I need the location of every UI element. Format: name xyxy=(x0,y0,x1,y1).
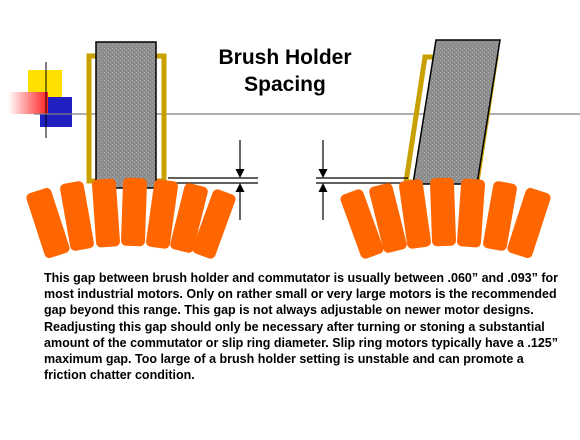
commutator-bar xyxy=(26,187,70,259)
commutator-bar xyxy=(429,177,457,247)
right-gap-dimension xyxy=(316,140,408,220)
commutator-bar xyxy=(192,189,236,259)
left-brush-assembly xyxy=(86,41,167,189)
right-commutator xyxy=(340,177,551,259)
commutator-bar xyxy=(120,177,148,247)
commutator-bar xyxy=(483,181,517,251)
commutator-bar xyxy=(60,181,94,251)
commutator-bar xyxy=(399,179,431,249)
commutator-bar xyxy=(507,187,551,259)
logo-squares xyxy=(8,62,72,138)
left-brush xyxy=(95,41,157,189)
left-gap-dimension xyxy=(168,140,258,220)
commutator-bar xyxy=(456,178,486,248)
title-line-2: Spacing xyxy=(244,73,326,96)
left-commutator xyxy=(26,177,236,259)
commutator-bar xyxy=(340,189,384,259)
logo-red-square xyxy=(8,92,48,114)
slide-title: Brush Holder Spacing xyxy=(190,44,380,98)
commutator-bar xyxy=(146,179,178,249)
explanation-text: This gap between brush holder and commut… xyxy=(44,271,559,383)
right-brush-assembly xyxy=(403,39,501,185)
commutator-bar xyxy=(170,183,208,253)
commutator-bar xyxy=(369,183,407,253)
title-line-1: Brush Holder xyxy=(218,46,352,69)
commutator-bar xyxy=(91,178,121,248)
